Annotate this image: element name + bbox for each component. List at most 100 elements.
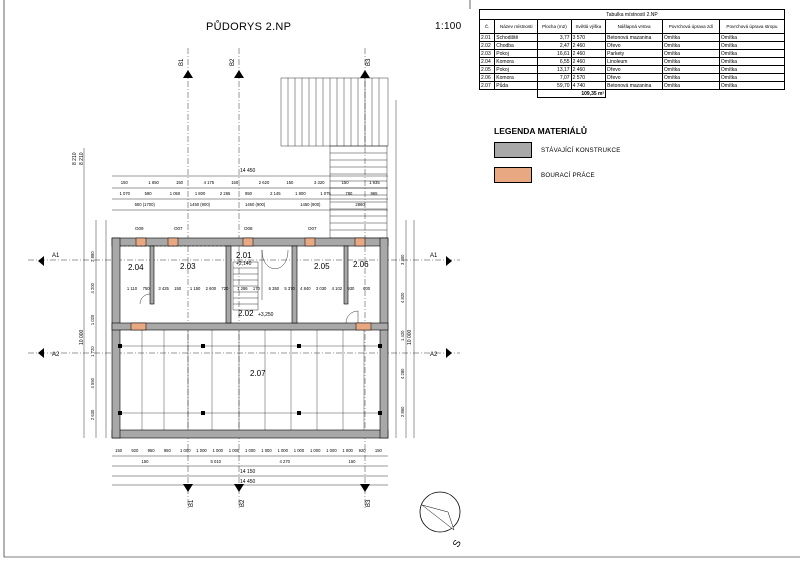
section-label-b2-top: B2 <box>230 58 236 66</box>
dimension-label: 1450 (900) <box>245 202 266 207</box>
section-label-a2-right: A2 <box>430 352 438 358</box>
table-cell: Komora <box>494 73 539 82</box>
room-table-total: 109,35 m² <box>537 89 607 98</box>
table-cell: Omítka <box>661 49 720 58</box>
legend-item-demolition: BOURACÍ PRÁCE <box>494 167 621 183</box>
table-cell: 4 740 <box>570 81 607 90</box>
room-label-2-07: 2.07 <box>250 369 266 378</box>
dimension-label: 1 000 <box>326 448 337 453</box>
dimension-label: 1 020 <box>90 314 95 325</box>
dimension-label: 3 320 <box>314 180 325 185</box>
dimension-label: 750 <box>143 286 151 291</box>
dimension-label: 1 000 <box>213 448 224 453</box>
table-cell: 13,17 <box>537 65 572 74</box>
legend-swatch-demolition <box>494 167 532 183</box>
sheet-title: PŮDORYS 2.NP <box>206 21 292 33</box>
table-cell: Dřevo <box>605 73 663 82</box>
table-cell: 2,47 <box>537 41 572 50</box>
dimension-label: 1 070 <box>120 191 131 196</box>
table-cell: 16,61 <box>537 49 572 58</box>
dimension-label: 930 <box>347 286 355 291</box>
dimension-label: 2860 <box>355 202 365 207</box>
legend-title: LEGENDA MATERIÁLŮ <box>494 126 588 136</box>
table-cell: Omítka <box>661 65 720 74</box>
dimension-label: 950 <box>245 191 253 196</box>
table-cell: 3,77 <box>537 33 572 42</box>
dimension-label: 2 600 <box>206 286 217 291</box>
table-cell: Omítka <box>718 49 786 58</box>
table-cell: Pokoj <box>494 49 539 58</box>
section-label-b1-bottom: B1 <box>189 499 195 507</box>
window-tag-o07: O07 <box>174 226 183 231</box>
dimension-label: 1 000 <box>342 448 353 453</box>
table-cell: Omítka <box>718 65 786 74</box>
table-cell: Omítka <box>661 81 720 90</box>
dimension-label: 780 <box>345 191 353 196</box>
table-cell: 2.03 <box>478 49 496 58</box>
dim-right-total: 10 000 <box>407 329 413 345</box>
table-cell: 3 570 <box>570 33 607 42</box>
dimension-label: 150 <box>176 180 184 185</box>
level-2-02: +3,250 <box>258 312 274 318</box>
dimension-label: 1 000 <box>229 448 240 453</box>
room-label-2-05: 2.05 <box>314 262 330 271</box>
table-cell: Omítka <box>718 33 786 42</box>
table-cell: 2 460 <box>570 57 607 66</box>
table-cell: 7,07 <box>537 73 572 82</box>
room-table-header-cell: Světlá výška <box>570 19 607 34</box>
dimension-label: 2 265 <box>220 191 231 196</box>
table-cell: Komora <box>494 57 539 66</box>
dimension-label: 150 <box>115 448 123 453</box>
dimension-label: 1 000 <box>196 448 207 453</box>
table-cell: Betonová mazanina <box>605 33 663 42</box>
dimension-label: 150 <box>121 180 129 185</box>
window-tag-o07b: O07 <box>308 226 317 231</box>
table-cell: 2.02 <box>478 41 496 50</box>
room-table-header-cell: Nášlapná vrstva <box>605 19 663 34</box>
dimension-label: 720 <box>221 286 229 291</box>
dimension-label: 920 <box>359 448 367 453</box>
dimension-label: 2 145 <box>270 191 281 196</box>
room-table-header-cell: Plocha (m2) <box>537 19 572 34</box>
dimension-label: 1 000 <box>310 448 321 453</box>
window-tag-o09: O09 <box>135 226 144 231</box>
dimension-label: 150 <box>174 286 182 291</box>
dimension-label: 1 420 <box>400 330 405 341</box>
table-cell: Linoleum <box>605 57 663 66</box>
table-cell: Omítka <box>718 81 786 90</box>
dimension-label: 950 <box>164 448 172 453</box>
dimension-label: 5 370 <box>284 286 295 291</box>
dim-bot-total1: 14 150 <box>240 469 256 475</box>
dimension-label: 2 630 <box>90 409 95 420</box>
dimension-label: 4 200 <box>90 282 95 293</box>
section-label-a2-left: A2 <box>52 352 60 358</box>
table-cell: Omítka <box>718 73 786 82</box>
dimension-label: 3 425 <box>158 286 169 291</box>
table-cell: 2.05 <box>478 65 496 74</box>
dimension-label: 1450 (900) <box>300 202 321 207</box>
dimension-label: 4 820 <box>400 292 405 303</box>
dimension-label: 3 030 <box>316 286 327 291</box>
dimension-label: 1 000 <box>277 448 288 453</box>
dimension-label: 4 175 <box>204 180 215 185</box>
table-cell: Půda <box>494 81 539 90</box>
dimension-label: 150 <box>342 180 350 185</box>
dimension-label: 3 300 <box>400 254 405 265</box>
table-cell: 2 460 <box>570 41 607 50</box>
dimension-label: 4 280 <box>400 368 405 379</box>
table-cell: Betonová mazanina <box>605 81 663 90</box>
room-table-header-cell: Název místnosti <box>494 19 539 34</box>
room-label-2-02: 2.02 <box>238 309 254 318</box>
table-cell: 59,70 <box>537 81 572 90</box>
dim-left-ext: 8 210 <box>79 152 85 165</box>
dimension-label: 950 <box>148 448 156 453</box>
dimension-label: 580 <box>145 191 153 196</box>
dimension-label: 4 550 <box>90 377 95 388</box>
dimension-label: 150 <box>142 459 150 464</box>
section-label-b3-top: B3 <box>366 58 372 66</box>
